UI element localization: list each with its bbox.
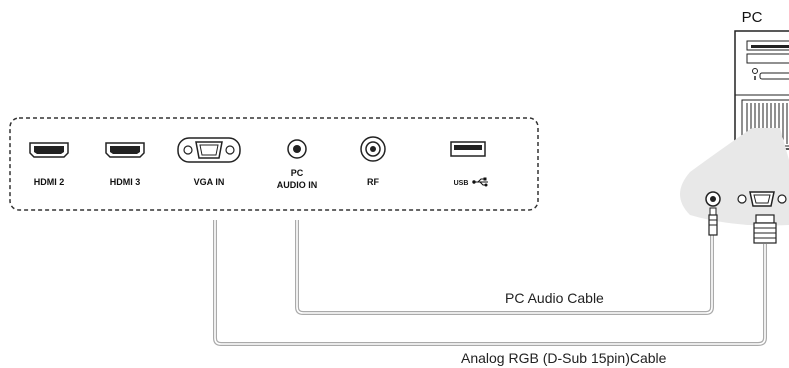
usb-port-icon [450,141,486,157]
port-label-hdmi-3: HDMI 3 [110,177,141,187]
pc-audio-jack-icon [705,191,721,207]
port-label-pc-audio-line1: PC [291,168,304,178]
port-label-usb: USB [454,180,469,187]
port-label-hdmi-2: HDMI 2 [34,177,65,187]
hdmi-3-port: HDMI 3 [105,142,145,187]
hdmi-port-icon [29,142,69,158]
usb-symbol-icon [472,177,488,187]
vga-port-icon [177,137,241,163]
pc-audio-in-port: PC AUDIO IN [277,139,318,190]
rear-panel [9,117,539,211]
rf-port-icon [360,136,386,162]
port-label-rf: RF [367,177,379,187]
port-label-pc-audio-line2: AUDIO IN [277,180,318,190]
pc-vga-port-icon [737,191,787,207]
usb-port: USB [450,141,488,187]
vga-in-port: VGA IN [177,137,241,187]
vga-cable-label: Analog RGB (D-Sub 15pin)Cable [461,350,667,366]
pc-port-callout [680,128,789,226]
audio-jack-icon [287,139,307,159]
rf-port: RF [360,136,386,187]
vga-plug-icon [753,214,777,244]
pc-label: PC [742,9,763,26]
audio-plug-icon [708,207,718,236]
hdmi-2-port: HDMI 2 [29,142,69,187]
port-label-vga-in: VGA IN [194,177,225,187]
audio-cable-label: PC Audio Cable [505,290,604,306]
hdmi-port-icon [105,142,145,158]
